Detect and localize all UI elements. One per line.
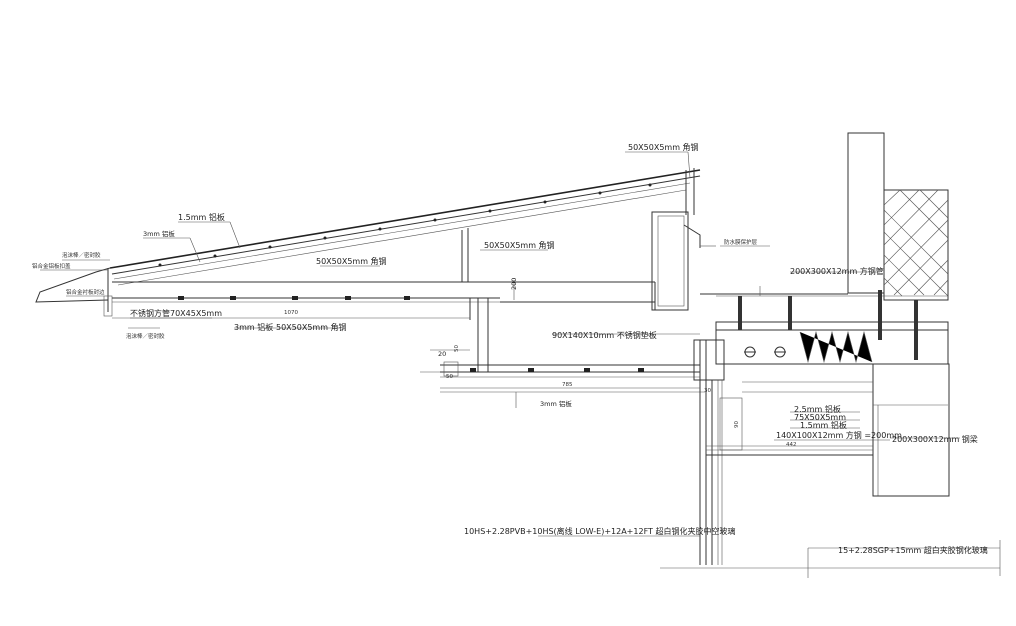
label-sealant-left: 泡沫棒／密封胶 [126,332,165,340]
main-mullion [693,339,873,565]
label-dim-small-3: 90 [734,421,740,428]
label-sq-tube: 不锈钢方管70X45X5mm [130,308,222,318]
label-glass-spec-2: 15+2.28SGP+15mm 超白夹胶钢化玻璃 [838,545,988,555]
label-l-angle: 75X50X5mm [794,413,846,422]
label-beam-top: 200X300X12mm 方钢管 [790,266,884,276]
label-angle-mid: 50X50X5mm 角钢 [484,240,555,250]
label-dim-small-1: 50 [446,374,453,380]
lower-soffit [440,361,705,408]
label-plate-3-bottom: 3mm 铝板 [234,322,273,332]
label-plate-25: 2.5mm 铝板 [794,404,841,414]
label-dim-small-4: 30 [704,388,711,394]
canopy-soffit [112,281,656,372]
label-dim-785: 785 [562,382,573,388]
leader-lines [40,151,960,537]
label-dim-200: 200 [510,278,518,290]
label-dim-small-2: 50 [454,345,460,352]
label-plate-3: 3mm 铝板 [143,229,175,238]
label-plate-15: 1.5mm 铝板 [178,212,225,222]
label-dim-442: 442 [786,442,797,448]
label-angle-bottom: 50X50X5mm 角钢 [276,322,347,332]
label-dim-20: 20 [438,350,446,358]
label-flash-left-2: 铝合金铝板扣盖 [32,262,71,270]
sloped-canopy [35,169,701,317]
label-angle-inner: 50X50X5mm 角钢 [316,256,387,266]
label-waterproof: 防水膜保护层 [724,238,758,246]
label-plate-chan: 90X140X10mm 不锈钢垫板 [552,330,657,340]
label-plate-15b: 1.5mm 铝板 [800,420,847,430]
label-glass-spec: 10HS+2.28PVB+10HS(离线 LOW-E)+12A+12FT 超白钢… [464,526,735,536]
label-angle-top: 50X50X5mm 角钢 [628,142,699,152]
annotations: 50X50X5mm 角钢 1.5mm 铝板 3mm 铝板 泡沫棒／密封胶 铝合金… [32,142,988,555]
label-dim-1070: 1070 [284,310,298,316]
dimension-lines [112,282,1001,578]
label-beam-bottom: 200X300X12mm 钢梁 [892,434,978,444]
canopy-posts [461,168,716,311]
label-flash-left-1: 泡沫棒／密封胶 [62,251,101,259]
label-flash-left-3: 铝合金衬板封边 [66,288,105,296]
label-plate-3-lower: 3mm 铝板 [540,399,572,408]
label-tube-140: 140X100X12mm 方钢 =200mm [776,430,902,440]
roof-slab [700,290,949,365]
